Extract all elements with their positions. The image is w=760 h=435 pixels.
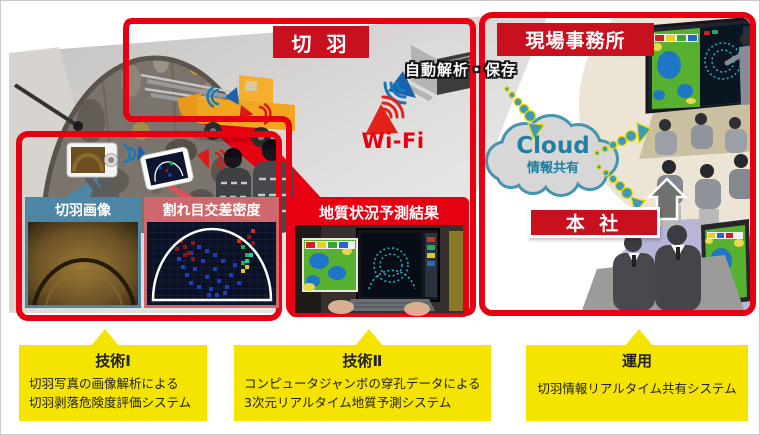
site-office-frame <box>479 12 756 316</box>
auto-analysis-label: 自動解析・保存 <box>404 60 517 79</box>
dotted-arrow-cloud-to-office <box>594 121 653 156</box>
kiriha-label: 切 羽 <box>273 26 369 58</box>
tech1-callout: 技術Ⅰ 切羽写真の画像解析による 切羽剥落危険度評価システム <box>19 345 207 421</box>
operation-pointer <box>625 329 653 346</box>
head-office-label: 本 社 <box>528 207 660 238</box>
meeting-screen <box>645 18 750 114</box>
operation-callout: 運用 切羽情報リアルタイム共有システム <box>526 345 748 421</box>
tech1-line2: 切羽剥落危険度評価システム <box>29 395 192 410</box>
operation-title: 運用 <box>621 352 652 370</box>
face-image-header: 切羽画像 <box>55 203 111 219</box>
density-pixels <box>175 229 255 297</box>
tech2-line1: コンピュータジャンボの穿孔データによる <box>244 376 481 391</box>
wifi-icon <box>365 71 416 135</box>
tech2-line2: 3次元リアルタイム地質予測システム <box>244 395 452 410</box>
geo-prediction-panel <box>289 197 469 317</box>
tech2-title: 技術Ⅱ <box>342 352 383 370</box>
tech1-pointer <box>91 329 119 346</box>
tablet-icon <box>140 146 194 191</box>
operation-line1: 切羽情報リアルタイム共有システム <box>537 381 737 396</box>
geo-prediction-header: 地質状況予測結果 <box>318 203 439 222</box>
crack-density-panel <box>144 197 279 308</box>
cloud-icon <box>485 114 619 197</box>
jumbo-signal-icons <box>206 85 272 126</box>
tech1-line1: 切羽写真の画像解析による <box>29 376 179 391</box>
tablet-signal-icon <box>197 148 227 170</box>
face-image-panel <box>25 197 141 308</box>
wifi-label: Wi-Fi <box>361 129 425 153</box>
head-office-scene <box>581 219 750 310</box>
tech1-title: 技術Ⅰ <box>95 352 131 370</box>
crack-density-header: 割れ目交差密度 <box>162 203 261 219</box>
cloud-subtitle: 情報共有 <box>526 160 579 176</box>
dotted-arrow-server-to-cloud <box>504 86 546 141</box>
cloud-title: Cloud <box>516 133 590 159</box>
site-office-label: 現場事務所 <box>497 23 654 56</box>
survey-pole <box>13 83 83 131</box>
tech2-callout: 技術Ⅱ コンピュータジャンボの穿孔データによる 3次元リアルタイム地質予測システ… <box>234 345 491 421</box>
tech2-pointer <box>355 329 383 346</box>
